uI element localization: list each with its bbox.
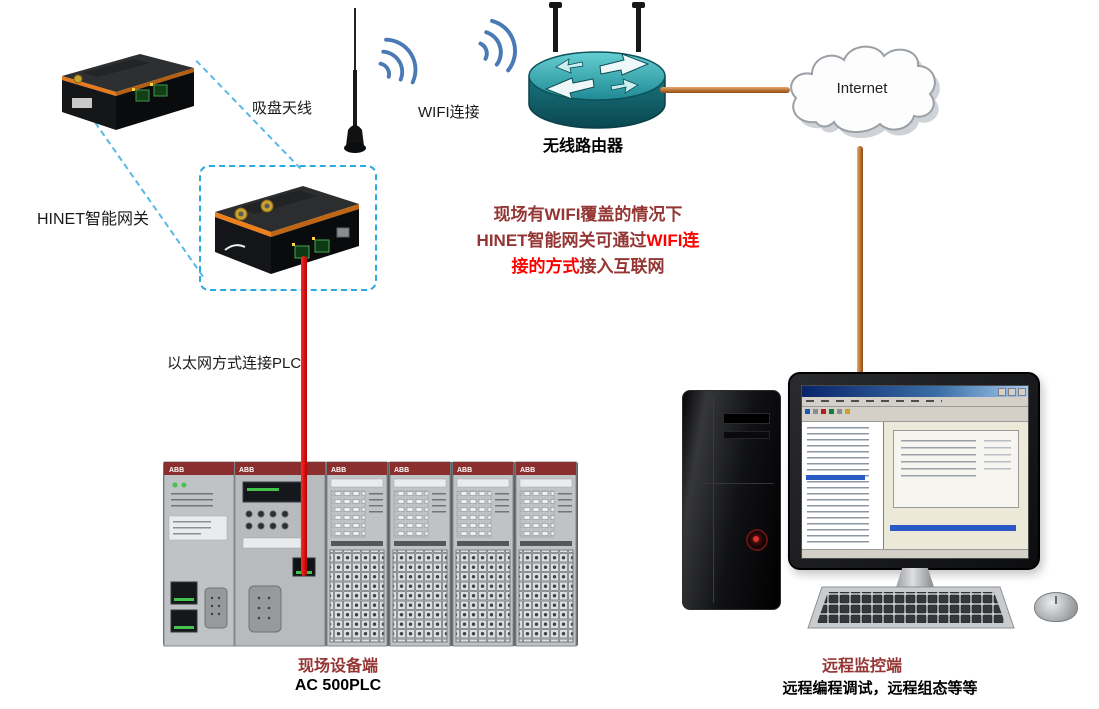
- software-toolbar: [802, 407, 1028, 422]
- wifi-waves-router-icon: [463, 2, 542, 87]
- ethernet-connection-label: 以太网方式连接PLC: [167, 355, 302, 372]
- magnifier-callout-line: [94, 122, 204, 278]
- internet-label: Internet: [836, 80, 888, 97]
- wan-link-router-to-cloud: [660, 87, 790, 93]
- remote-description-label: 远程编程调试，远程组态等等: [782, 680, 978, 697]
- software-body: [802, 422, 1028, 549]
- software-title-bar: [802, 386, 1028, 397]
- plc-brand-text: ABB: [331, 467, 346, 474]
- annotation-line-3: 接的方式接入互联网: [511, 257, 665, 276]
- tower-drive-slot: [723, 413, 770, 424]
- ethernet-cable-red: [301, 256, 307, 576]
- annotation-line-1: 现场有WIFI覆盖的情况下: [493, 205, 683, 224]
- field-side-label: 现场设备端: [297, 658, 378, 675]
- plc-brand-text: ABB: [394, 467, 409, 474]
- internet-cloud-icon: Internet: [782, 34, 942, 152]
- keyboard-icon: [806, 584, 1016, 632]
- wireless-router-device-icon: [522, 2, 672, 142]
- suction-antenna-icon: [342, 8, 368, 160]
- hinet-gateway-small-device-icon: [52, 46, 204, 138]
- wifi-connection-label: WIFI连接: [418, 104, 480, 121]
- mouse-icon: [1034, 592, 1078, 622]
- software-dialog: [892, 429, 1020, 508]
- remote-side-label: 远程监控端: [821, 658, 902, 675]
- plc-ac500-device-icon: ABB ABB: [163, 458, 578, 650]
- tower-panel-seam: [689, 483, 774, 484]
- annotation-line-2: HINET智能网关可通过WIFI连: [476, 231, 700, 250]
- magnifier-dashed-box: [199, 165, 377, 291]
- plc-brand-text: ABB: [457, 467, 472, 474]
- wireless-router-label: 无线路由器: [543, 138, 624, 155]
- monitor-screen-software: [801, 385, 1029, 559]
- pc-tower-icon: [682, 390, 781, 610]
- software-work-area: [884, 422, 1028, 549]
- suction-antenna-label: 吸盘天线: [252, 100, 313, 117]
- wifi-waves-antenna-icon: [358, 16, 443, 104]
- software-status-bar: [802, 549, 1028, 558]
- software-selected-row: [890, 525, 1017, 532]
- plc-brand-text: ABB: [239, 467, 254, 474]
- plc-brand-text: ABB: [520, 467, 535, 474]
- tower-drive-slot: [723, 431, 770, 439]
- wan-link-cloud-to-pc: [857, 146, 863, 386]
- plc-brand-text: ABB: [169, 467, 184, 474]
- tower-power-button-icon: [746, 529, 768, 551]
- wifi-annotation-text: 现场有WIFI覆盖的情况下 HINET智能网关可通过WIFI连 接的方式接入互联…: [440, 202, 736, 280]
- hinet-gateway-device-icon: [203, 170, 371, 284]
- plc-model-label: AC 500PLC: [294, 677, 382, 694]
- pc-monitor-icon: [788, 372, 1040, 570]
- software-menu-bar: [802, 397, 1028, 407]
- tower-panel-seam: [713, 397, 714, 603]
- hinet-gateway-label: HINET智能网关: [37, 211, 150, 228]
- software-project-tree: [802, 422, 885, 549]
